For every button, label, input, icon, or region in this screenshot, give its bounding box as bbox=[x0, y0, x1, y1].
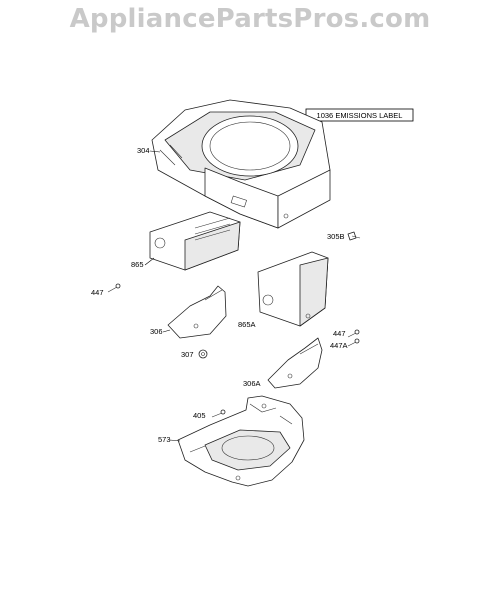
part-447a-screw[interactable] bbox=[347, 338, 360, 347]
part-307-nut[interactable] bbox=[198, 349, 208, 359]
part-306-shield[interactable] bbox=[167, 285, 227, 339]
part-865-baffle[interactable] bbox=[149, 211, 241, 271]
callout-447a: 447A bbox=[330, 341, 348, 350]
part-865a-baffle[interactable] bbox=[257, 251, 329, 327]
callout-447-right: 447 bbox=[333, 329, 346, 338]
callout-447-left: 447 bbox=[91, 288, 104, 297]
part-447-screw-right[interactable] bbox=[347, 329, 360, 338]
callout-405: 405 bbox=[193, 411, 206, 420]
callout-305b: 305B bbox=[327, 232, 345, 241]
part-306a-shield[interactable] bbox=[267, 337, 323, 389]
callout-573: 573 bbox=[158, 435, 171, 444]
callout-865: 865 bbox=[131, 260, 144, 269]
part-573-base-plate[interactable] bbox=[177, 395, 305, 487]
emissions-label-text: 1036 EMISSIONS LABEL bbox=[317, 111, 403, 120]
part-447-screw-left[interactable] bbox=[107, 283, 121, 293]
part-304-blower-housing[interactable] bbox=[151, 99, 331, 229]
part-305b-screw[interactable] bbox=[347, 231, 361, 241]
emissions-label-box[interactable]: 1036 EMISSIONS LABEL bbox=[305, 108, 414, 122]
callout-306: 306 bbox=[150, 327, 163, 336]
callout-304: 304 bbox=[137, 146, 150, 155]
site-watermark: AppliancePartsPros.com bbox=[69, 4, 431, 34]
part-405-screw[interactable] bbox=[211, 409, 226, 418]
callout-865a: 865A bbox=[238, 320, 256, 329]
callout-306a: 306A bbox=[243, 379, 261, 388]
callout-307: 307 bbox=[181, 350, 194, 359]
